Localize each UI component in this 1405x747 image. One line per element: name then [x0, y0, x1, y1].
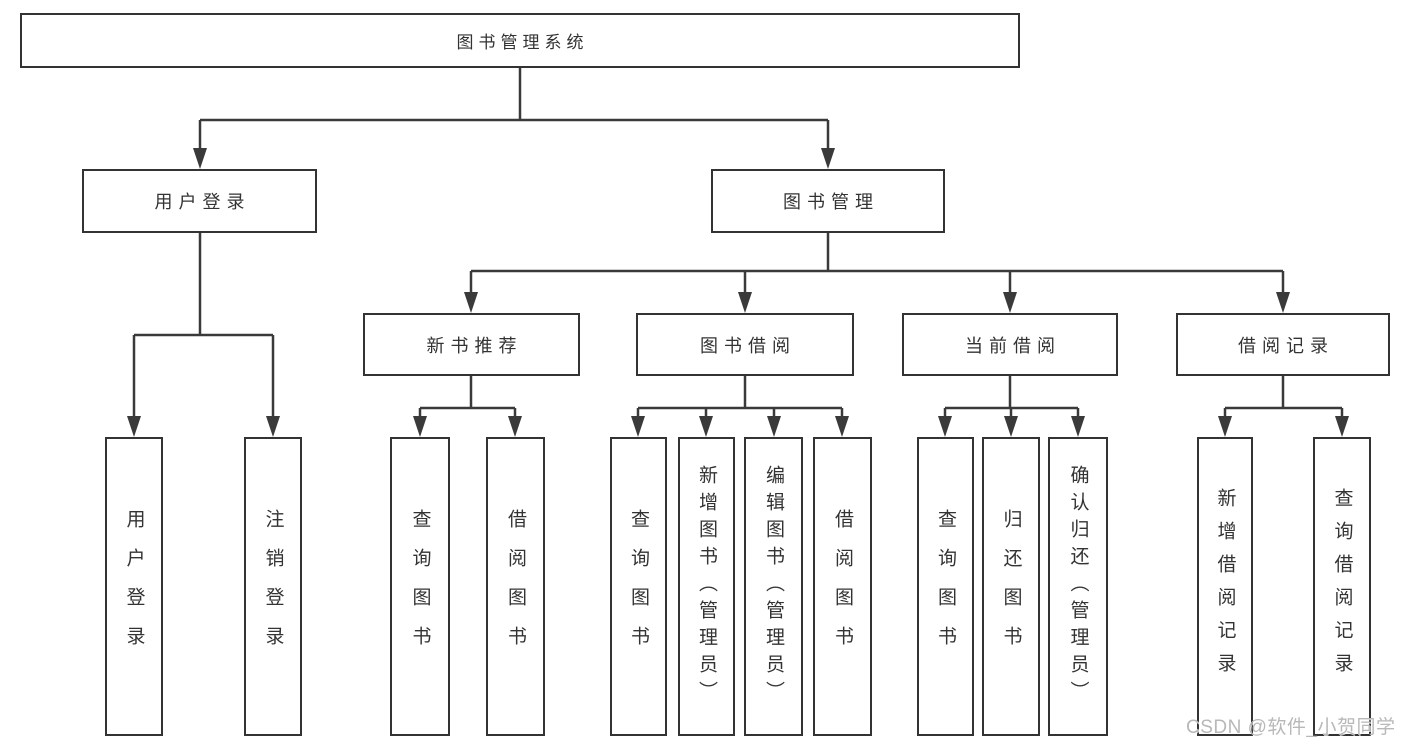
- leaf-logout: 注销登录: [244, 437, 302, 736]
- leaf-borrow-books: 借阅图书: [813, 437, 872, 736]
- node-label: 编辑图书（管理员）: [763, 465, 784, 708]
- node-new-book-recommend: 新书推荐: [363, 313, 580, 376]
- node-label: 借阅记录: [1238, 335, 1334, 356]
- node-label: 确认归还（管理员）: [1067, 465, 1089, 708]
- leaf-query-borrow-record: 查询借阅记录: [1313, 437, 1371, 736]
- leaf-edit-book-admin: 编辑图书（管理员）: [744, 437, 803, 736]
- leaf-add-book-admin: 新增图书（管理员）: [678, 437, 735, 736]
- node-label: 用户登录: [123, 508, 145, 665]
- node-label: 用户登录: [154, 192, 251, 212]
- node-label: 当前借阅: [965, 335, 1061, 356]
- node-label: 查询借阅记录: [1331, 487, 1353, 686]
- node-label: 借阅图书: [505, 508, 526, 665]
- node-book-management: 图书管理: [711, 169, 945, 233]
- node-label: 新书推荐: [426, 335, 523, 356]
- leaf-query-books-borrow: 查询图书: [610, 437, 667, 736]
- node-label: 查询图书: [628, 508, 649, 665]
- leaf-confirm-return-admin: 确认归还（管理员）: [1048, 437, 1108, 736]
- node-current-borrow: 当前借阅: [902, 313, 1118, 376]
- leaf-add-borrow-record: 新增借阅记录: [1197, 437, 1253, 736]
- node-label: 注销登录: [262, 508, 284, 665]
- leaf-borrow-books-recommend: 借阅图书: [486, 437, 545, 736]
- leaf-query-books-current: 查询图书: [917, 437, 974, 736]
- node-label: 借阅图书: [832, 508, 853, 665]
- leaf-return-book: 归还图书: [982, 437, 1040, 736]
- node-library-management-system: 图书管理系统: [20, 13, 1020, 68]
- arrowheads: [127, 148, 1349, 437]
- node-borrow-records: 借阅记录: [1176, 313, 1390, 376]
- node-label: 图书管理: [783, 192, 879, 212]
- node-label: 新增图书（管理员）: [696, 465, 717, 708]
- node-user-login: 用户登录: [82, 169, 317, 233]
- leaf-query-books-recommend: 查询图书: [390, 437, 450, 736]
- node-label: 图书借阅: [700, 335, 796, 356]
- connector-paths: [132, 68, 1344, 419]
- node-label: 查询图书: [935, 508, 956, 665]
- watermark: CSDN @软件_小贺同学: [1186, 717, 1396, 738]
- node-label: 图书管理系统: [456, 33, 589, 52]
- leaf-user-login: 用户登录: [105, 437, 163, 736]
- node-label: 归还图书: [1000, 508, 1022, 665]
- node-label: 查询图书: [409, 508, 431, 665]
- node-label: 新增借阅记录: [1214, 487, 1236, 686]
- node-book-borrow: 图书借阅: [636, 313, 854, 376]
